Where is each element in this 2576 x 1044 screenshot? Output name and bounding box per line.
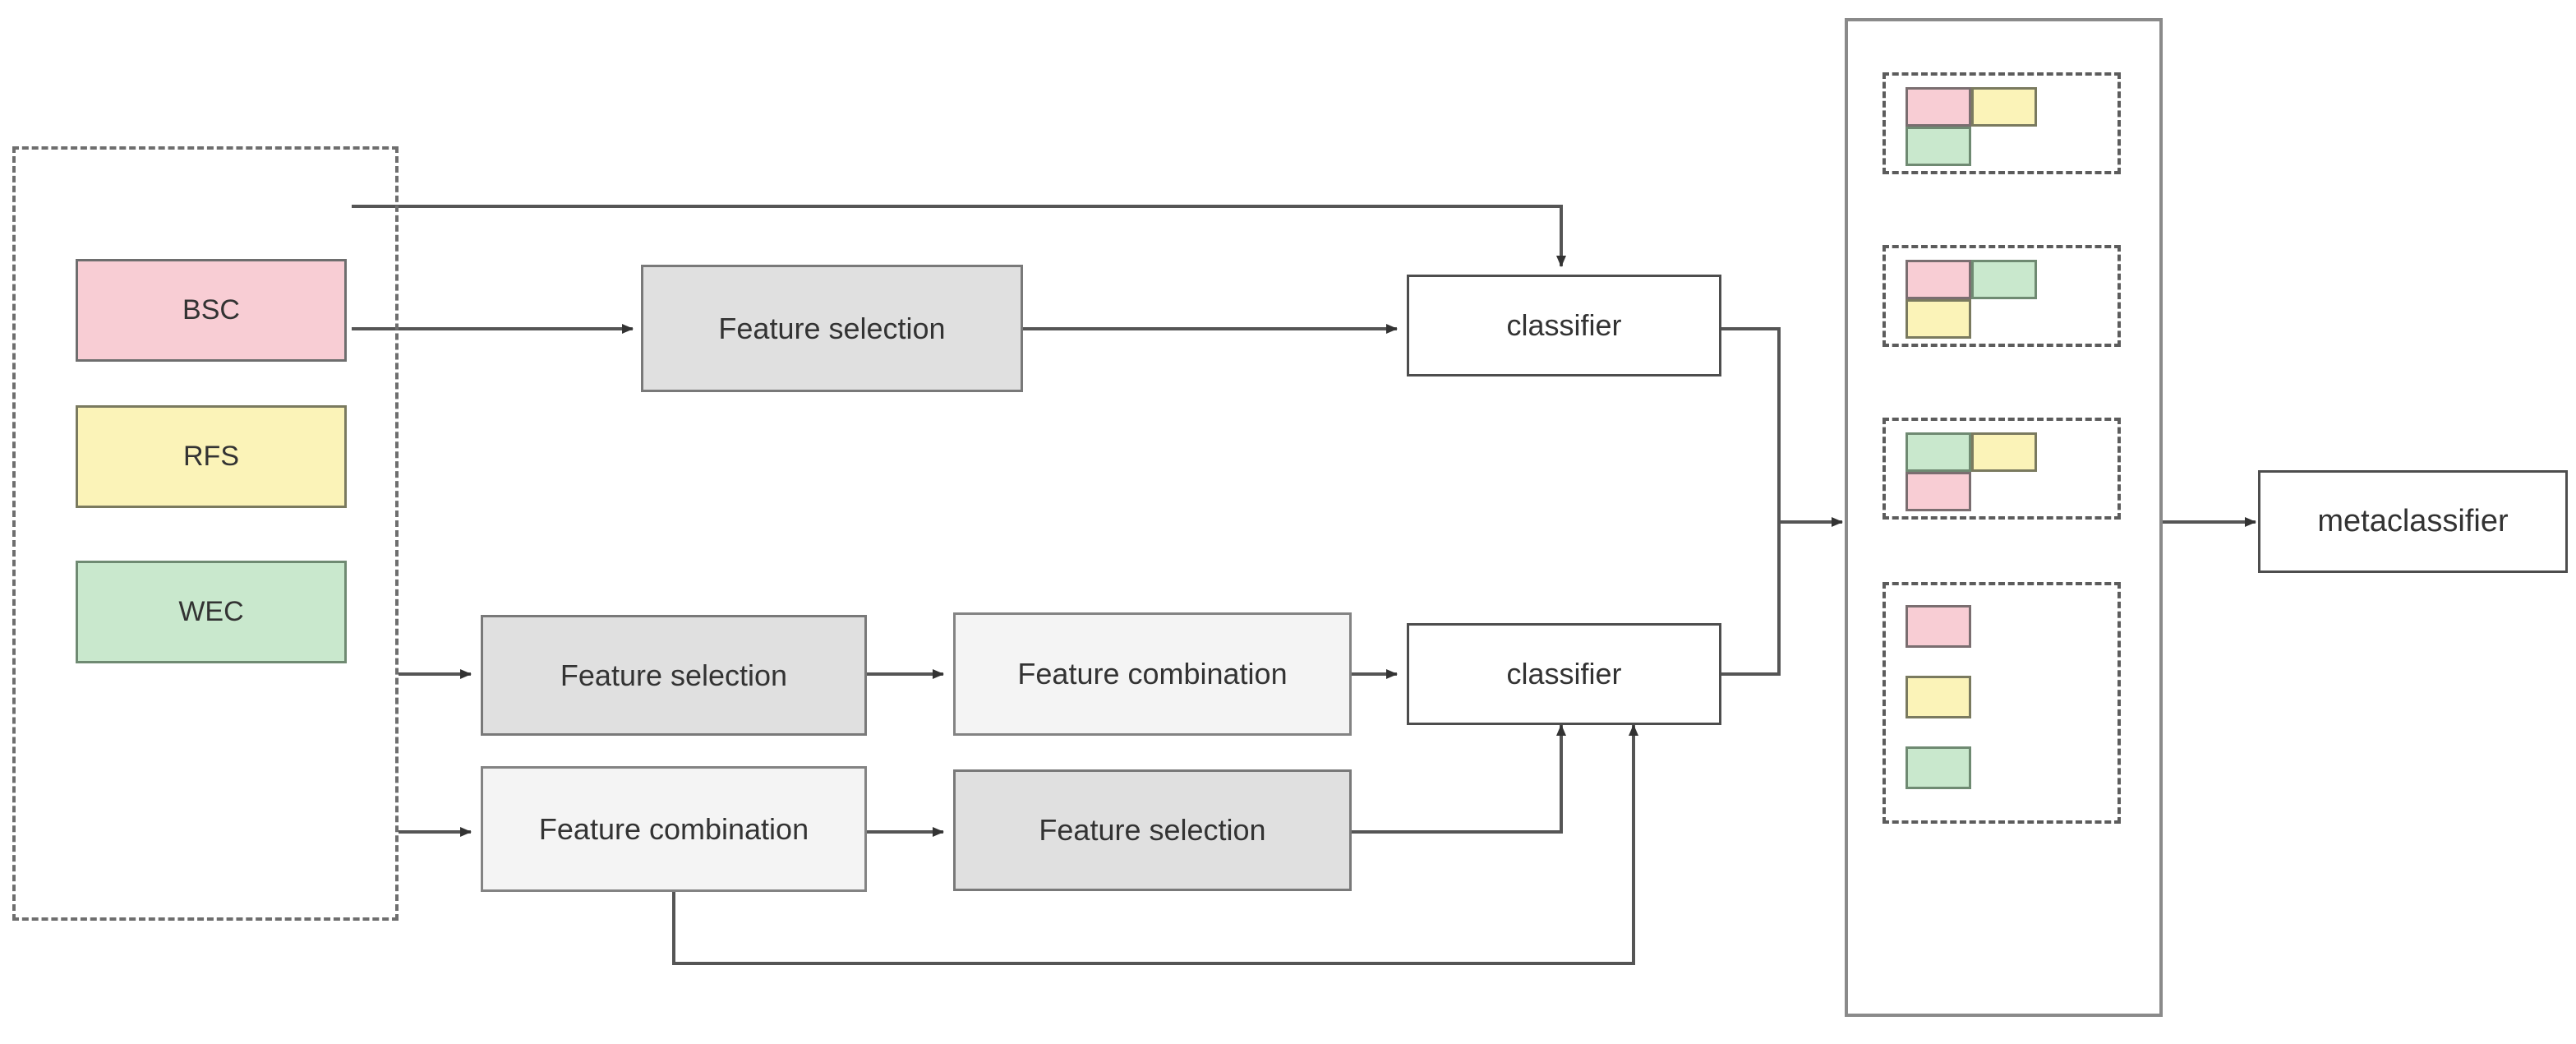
feature-selection-top[interactable]: Feature selection <box>641 265 1023 392</box>
chip-pink <box>1906 605 1971 648</box>
chip-pink <box>1906 472 1971 511</box>
feature-selection-middle[interactable]: Feature selection <box>481 615 867 736</box>
chip-green <box>1906 746 1971 789</box>
wire-classifier-mid-to-bus <box>1721 522 1781 676</box>
prediction-group-1[interactable] <box>1882 72 2121 174</box>
source-label-wec: WEC <box>178 596 244 628</box>
chip-pink <box>1906 260 1971 299</box>
predictions-panel <box>1845 18 2163 1017</box>
chip-yellow <box>1906 299 1971 339</box>
classifier-top-label: classifier <box>1506 308 1622 343</box>
prediction-group-4[interactable] <box>1882 582 2121 824</box>
source-box-bsc[interactable]: BSC <box>76 259 347 362</box>
source-box-wec[interactable]: WEC <box>76 561 347 663</box>
metaclassifier-label: metaclassifier <box>2317 503 2509 538</box>
feature-selection-middle-label: Feature selection <box>560 658 788 692</box>
chip-yellow <box>1906 676 1971 718</box>
metaclassifier-box[interactable]: metaclassifier <box>2258 470 2568 573</box>
chip-yellow <box>1971 432 2037 472</box>
prediction-group-2[interactable] <box>1882 245 2121 347</box>
source-box-rfs[interactable]: RFS <box>76 405 347 508</box>
chip-green <box>1971 260 2037 299</box>
feature-selection-bottom[interactable]: Feature selection <box>953 769 1352 891</box>
wire-featureselection-bottom-to-classifier <box>1352 724 1566 834</box>
classifier-middle-label: classifier <box>1506 657 1622 691</box>
source-label-bsc: BSC <box>182 294 240 326</box>
chip-green <box>1906 432 1971 472</box>
chip-green <box>1906 127 1971 166</box>
wire-bypass-to-classifier-top <box>352 205 1566 267</box>
prediction-group-3[interactable] <box>1882 418 2121 520</box>
wire-classifier-top-to-bus <box>1721 327 1781 522</box>
feature-selection-bottom-label: Feature selection <box>1039 813 1266 848</box>
feature-combination-bottom-label: Feature combination <box>538 811 809 846</box>
feature-combination-middle-label: Feature combination <box>1017 657 1288 691</box>
classifier-top[interactable]: classifier <box>1407 275 1721 376</box>
chip-yellow <box>1971 87 2037 127</box>
chip-pink <box>1906 87 1971 127</box>
source-label-rfs: RFS <box>183 441 239 473</box>
input-feature-sets-container <box>12 146 399 921</box>
classifier-middle[interactable]: classifier <box>1407 623 1721 725</box>
feature-combination-bottom[interactable]: Feature combination <box>481 766 867 892</box>
feature-combination-middle[interactable]: Feature combination <box>953 612 1352 736</box>
feature-selection-top-label: Feature selection <box>718 311 946 345</box>
